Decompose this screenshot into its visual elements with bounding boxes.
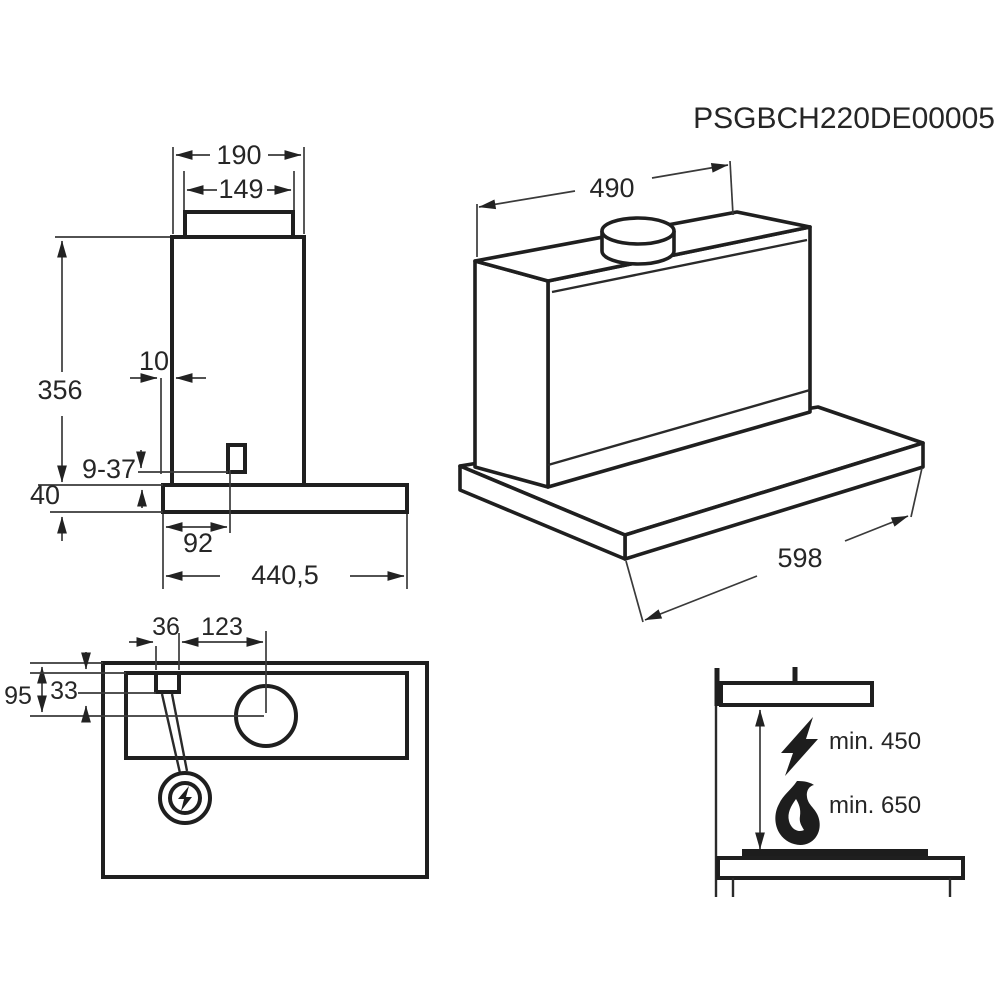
extension-line: [625, 560, 644, 623]
extension-line: [910, 467, 923, 518]
dim-356: 356: [37, 236, 170, 483]
dim-33-label: 33: [50, 677, 78, 705]
gas-clearance-label: min. 650: [829, 792, 921, 819]
duct-spigot-top: [600, 216, 676, 246]
dim-36-label: 36: [152, 613, 180, 641]
dim-356-label: 356: [37, 375, 82, 405]
lightning-icon: [178, 786, 192, 811]
dim-95-label: 95: [4, 682, 32, 710]
plate-outline-top-view: [101, 661, 429, 879]
flame-inner: [788, 799, 804, 831]
dim-10-label: 10: [139, 346, 169, 376]
dim-92-label: 92: [183, 528, 213, 558]
mounting-bracket-outline: [226, 443, 247, 474]
leader-line: [160, 693, 182, 774]
dim-440-5: 440,5: [162, 514, 408, 590]
extension-line: [729, 160, 734, 216]
panel-seam-line: [547, 388, 811, 467]
dim-490-label: 490: [589, 173, 634, 203]
dim-598-label: 598: [777, 543, 822, 573]
plan-view: 36 123 95 33: [4, 613, 429, 879]
bottom-plate-outline: [161, 483, 409, 514]
plate-left-face: [458, 464, 627, 561]
power-symbol-outer-circle: [158, 771, 212, 825]
dim-123: 123: [181, 613, 267, 713]
cooktop-surface: [742, 849, 928, 857]
dim-123-label: 123: [201, 613, 243, 641]
duct-collar-outline: [183, 210, 295, 239]
hood-body-outline: [170, 235, 306, 487]
dim-598: 598: [625, 467, 923, 623]
dim-40-label: 40: [30, 480, 60, 510]
dim-440-5-label: 440,5: [251, 560, 319, 590]
dim-33: 33: [30, 652, 156, 723]
dimension-line: [644, 575, 758, 621]
leader-line: [170, 693, 189, 772]
gas-hob-flame-icon: [775, 781, 820, 845]
cable-cutout: [154, 671, 181, 694]
hood-outline: [719, 681, 874, 707]
electric-clearance-label: min. 450: [829, 728, 921, 755]
dim-95: 95: [4, 662, 264, 717]
dim-9-37: 9-37: [82, 450, 228, 484]
dimension-line: [844, 515, 909, 542]
isometric-view: 490 598: [458, 160, 925, 623]
dim-40: 40: [30, 480, 163, 541]
panel-seam-line: [551, 238, 808, 294]
dim-190: 190: [172, 140, 305, 234]
dimension-line: [478, 190, 576, 210]
power-symbol-inner-circle: [168, 781, 202, 815]
dim-9-37-label: 9-37: [82, 454, 136, 484]
body-left-face: [473, 259, 550, 489]
electric-hob-lightning-icon: [781, 717, 818, 776]
side-view: 190 149 356 10: [30, 140, 409, 590]
dim-149-label: 149: [218, 174, 263, 204]
dim-36: 36: [129, 613, 180, 670]
dim-190-label: 190: [216, 140, 261, 170]
countertop-outline: [716, 856, 965, 880]
dim-149: 149: [183, 171, 295, 210]
dim-490: 490: [476, 160, 734, 257]
product-code: PSGBCH220DE00005: [693, 102, 995, 135]
dim-92: 92: [165, 470, 231, 558]
power-connection-icon: [158, 771, 212, 825]
dim-10: 10: [130, 346, 206, 474]
dimension-line: [651, 162, 729, 179]
clearance-view: min. 450 min. 650: [714, 667, 965, 897]
